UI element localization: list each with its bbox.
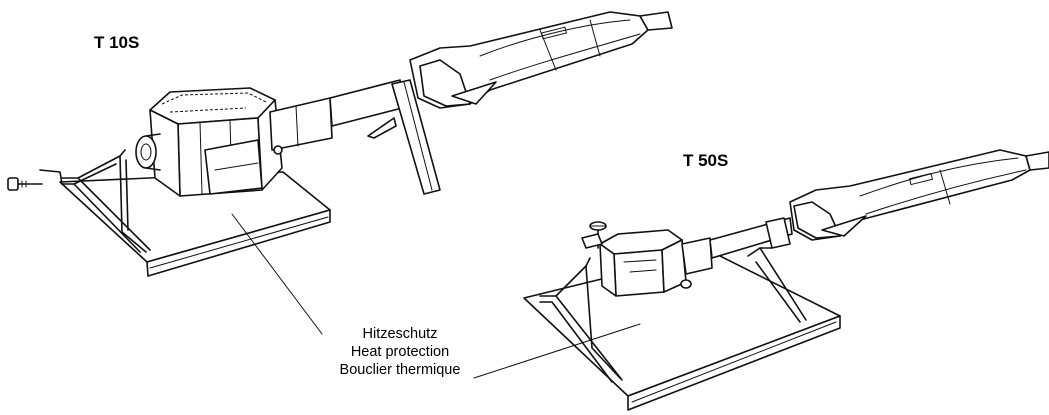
t10s-heat-shield [149, 87, 283, 197]
t50s-wire-frame [539, 247, 807, 383]
heat-protection-callout: Hitzeschutz Heat protection Bouclier the… [330, 325, 470, 379]
callout-text-fr: Bouclier thermique [339, 362, 461, 378]
t10s-iron-shaft [269, 79, 403, 155]
t10s-iron-handle [409, 11, 673, 109]
callout-leaders [231, 213, 641, 379]
t50s-rear-hanger [765, 217, 791, 249]
callout-text-en: Heat protection [350, 344, 450, 360]
t10s-soldering-tip [135, 133, 161, 171]
leader-line-t10s [231, 213, 323, 335]
model-label-t10s: T 10S [94, 33, 140, 52]
leader-line-t50s [473, 323, 641, 379]
t10s-soldering-station [7, 11, 673, 277]
t10s-wire-frame [39, 149, 151, 253]
t50s-thumb-screw [581, 221, 607, 249]
t10s-rear-hanger [367, 79, 441, 195]
t50s-iron-handle [789, 149, 1049, 241]
callout-text-de: Hitzeschutz [362, 326, 438, 342]
model-label-t50s: T 50S [683, 151, 729, 170]
t50s-soldering-station [523, 149, 1049, 411]
t10s-thumb-screw [7, 177, 43, 191]
t50s-heat-shield [599, 229, 687, 297]
